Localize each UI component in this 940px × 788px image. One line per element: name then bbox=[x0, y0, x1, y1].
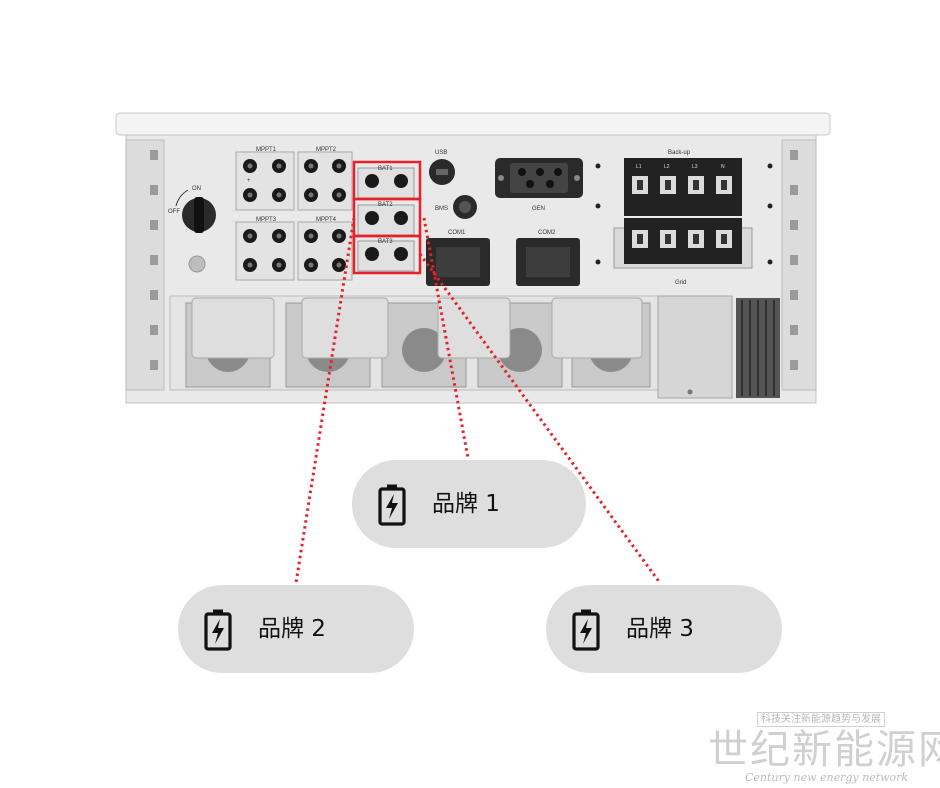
battery-icon bbox=[204, 609, 232, 651]
battery-icon bbox=[572, 609, 600, 651]
grid-label: Grid bbox=[675, 280, 686, 286]
switch-on-label: ON bbox=[192, 186, 201, 192]
com1-label: COM1 bbox=[448, 230, 466, 236]
brand-3-label: 品牌 3 bbox=[626, 616, 694, 642]
mppt4-label: MPPT4 bbox=[316, 217, 337, 223]
bat3-label: BAT3 bbox=[378, 239, 393, 245]
backup-label: Back-up bbox=[668, 150, 691, 156]
watermark-logo: 世纪新能源网 bbox=[708, 727, 940, 773]
panel-screws bbox=[595, 163, 773, 265]
watermark-subtitle: Century new energy network bbox=[745, 771, 909, 784]
watermark-tagline: 科技关注新能源趋势与发展 bbox=[757, 712, 885, 727]
bms-port bbox=[453, 195, 477, 219]
com2-port bbox=[516, 238, 580, 286]
brand-2-label: 品牌 2 bbox=[258, 616, 326, 642]
switch-off-label: OFF bbox=[168, 209, 180, 215]
usb-label: USB bbox=[435, 150, 447, 156]
mppt3-label: MPPT3 bbox=[256, 217, 277, 223]
brand-1-callout: 品牌 1 bbox=[352, 460, 586, 548]
dc-switch bbox=[175, 189, 216, 273]
inverter-lid bbox=[115, 112, 831, 136]
bracket-slots bbox=[150, 150, 798, 370]
side-cover bbox=[657, 295, 733, 399]
connection-lines bbox=[294, 217, 662, 584]
com1-port bbox=[426, 238, 490, 286]
bat-connectors bbox=[357, 167, 415, 272]
right-bracket bbox=[781, 139, 817, 391]
terminal-l3-label: L3 bbox=[692, 164, 698, 170]
line-to-brand-3 bbox=[418, 253, 662, 584]
brand-1-label: 品牌 1 bbox=[432, 491, 500, 517]
line-to-brand-1 bbox=[422, 217, 470, 459]
fan-covers bbox=[191, 297, 643, 359]
terminal-l2-label: L2 bbox=[664, 164, 670, 170]
ac-terminal-block bbox=[613, 158, 753, 269]
battery-icon bbox=[378, 484, 406, 526]
mppt1-label: MPPT1 bbox=[256, 147, 277, 153]
brand-2-callout: 品牌 2 bbox=[178, 585, 414, 673]
gen-connector bbox=[495, 158, 583, 198]
com2-label: COM2 bbox=[538, 230, 556, 236]
line-to-brand-2 bbox=[294, 217, 356, 584]
brand-3-callout: 品牌 3 bbox=[546, 585, 782, 673]
bat2-label: BAT2 bbox=[378, 202, 393, 208]
terminal-n-label: N bbox=[721, 164, 725, 170]
left-bracket bbox=[125, 139, 165, 391]
mppt1-plus-sign: + bbox=[247, 178, 251, 184]
bat1-label: BAT1 bbox=[378, 166, 393, 172]
terminal-l1-label: L1 bbox=[636, 164, 642, 170]
bms-label: BMS bbox=[435, 206, 448, 212]
mppt2-label: MPPT2 bbox=[316, 147, 337, 153]
usb-port bbox=[429, 159, 455, 185]
cover-screw bbox=[687, 389, 693, 395]
heatsink-fins bbox=[741, 300, 775, 396]
gen-label: GEN bbox=[532, 206, 545, 212]
mppt-connectors bbox=[235, 151, 353, 281]
